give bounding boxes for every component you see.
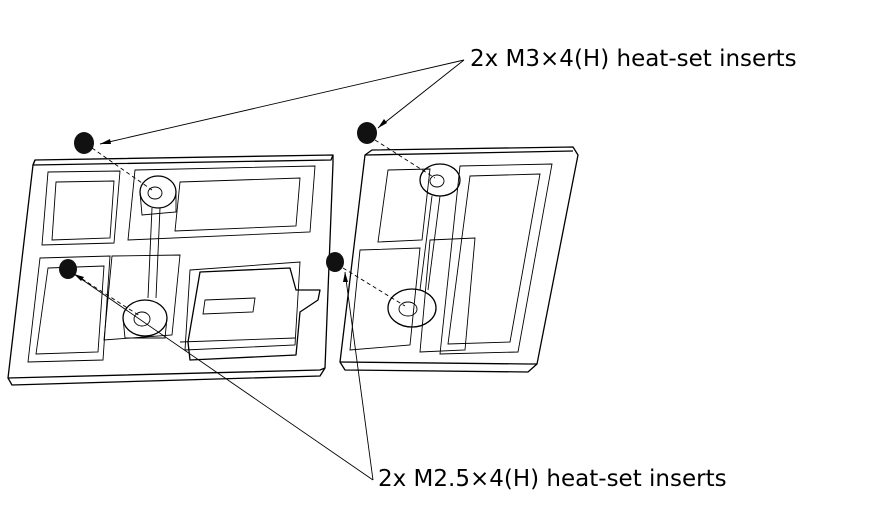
leader-lines — [73, 59, 465, 481]
callout-m3-inserts: 2x M3×4(H) heat-set inserts — [470, 46, 797, 72]
left-plate — [7, 154, 334, 386]
callout-m2-5-inserts: 2x M2.5×4(H) heat-set inserts — [378, 466, 727, 492]
heat-set-inserts — [59, 122, 377, 279]
right-plate — [339, 146, 579, 373]
assembly-axes — [75, 139, 436, 317]
